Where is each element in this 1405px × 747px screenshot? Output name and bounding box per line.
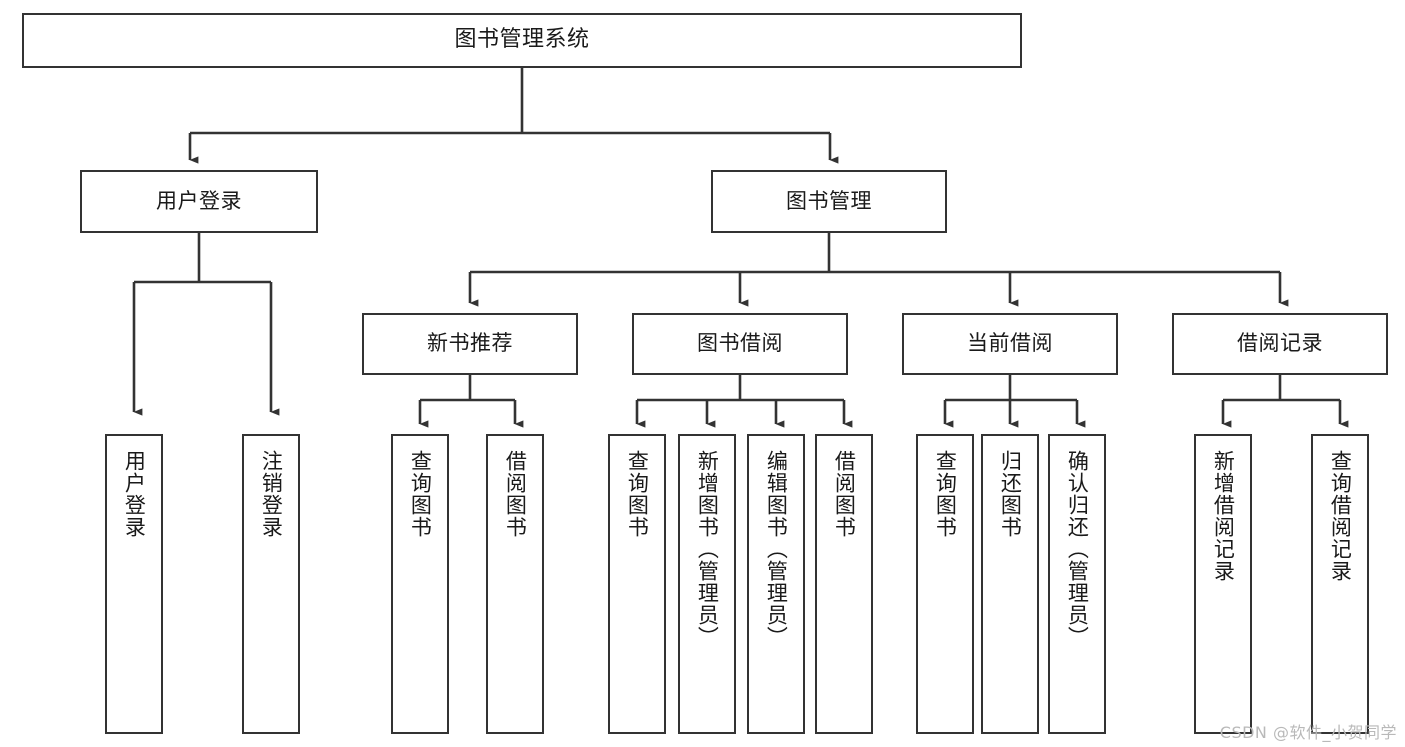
node-leaf-add-record[interactable]: 新增借阅记录 — [1194, 434, 1252, 734]
node-book-borrow-label: 图书借阅 — [697, 331, 783, 356]
node-leaf-confirm-return-label: 确认归还（管理员） — [1065, 450, 1090, 648]
node-leaf-borrow-book-1-label: 借阅图书 — [503, 450, 528, 538]
node-leaf-borrow-book-1[interactable]: 借阅图书 — [486, 434, 544, 734]
node-new-book-recommend-label: 新书推荐 — [427, 331, 513, 356]
node-leaf-user-login[interactable]: 用户登录 — [105, 434, 163, 734]
node-leaf-borrow-book-2[interactable]: 借阅图书 — [815, 434, 873, 734]
node-borrow-record-label: 借阅记录 — [1237, 331, 1323, 356]
node-leaf-borrow-book-2-label: 借阅图书 — [832, 450, 857, 538]
node-leaf-user-login-label: 用户登录 — [122, 450, 147, 538]
node-book-management-label: 图书管理 — [786, 188, 872, 213]
node-leaf-edit-book[interactable]: 编辑图书（管理员） — [747, 434, 805, 734]
node-current-borrow[interactable]: 当前借阅 — [902, 313, 1118, 375]
node-root-label: 图书管理系统 — [454, 27, 590, 53]
node-leaf-add-record-label: 新增借阅记录 — [1211, 450, 1236, 582]
node-current-borrow-label: 当前借阅 — [967, 331, 1053, 356]
node-leaf-query-book-3[interactable]: 查询图书 — [916, 434, 974, 734]
node-book-borrow[interactable]: 图书借阅 — [632, 313, 848, 375]
node-leaf-query-book-2[interactable]: 查询图书 — [608, 434, 666, 734]
node-leaf-query-record[interactable]: 查询借阅记录 — [1311, 434, 1369, 734]
node-leaf-confirm-return[interactable]: 确认归还（管理员） — [1048, 434, 1106, 734]
node-leaf-query-record-label: 查询借阅记录 — [1328, 450, 1353, 582]
node-borrow-record[interactable]: 借阅记录 — [1172, 313, 1388, 375]
node-leaf-query-book-3-label: 查询图书 — [933, 450, 958, 538]
node-leaf-add-book-label: 新增图书（管理员） — [695, 450, 720, 648]
node-leaf-query-book-1-label: 查询图书 — [408, 450, 433, 538]
node-new-book-recommend[interactable]: 新书推荐 — [362, 313, 578, 375]
node-leaf-return-book[interactable]: 归还图书 — [981, 434, 1039, 734]
node-leaf-return-book-label: 归还图书 — [998, 450, 1023, 538]
node-book-management[interactable]: 图书管理 — [711, 170, 947, 233]
node-root[interactable]: 图书管理系统 — [22, 13, 1022, 68]
node-leaf-edit-book-label: 编辑图书（管理员） — [764, 450, 789, 648]
node-user-login[interactable]: 用户登录 — [80, 170, 318, 233]
node-user-login-label: 用户登录 — [156, 188, 242, 213]
node-leaf-query-book-2-label: 查询图书 — [625, 450, 650, 538]
csdn-watermark: CSDN @软件_小贺同学 — [1219, 723, 1397, 742]
node-leaf-add-book[interactable]: 新增图书（管理员） — [678, 434, 736, 734]
node-leaf-logout-login-label: 注销登录 — [259, 450, 284, 538]
node-leaf-query-book-1[interactable]: 查询图书 — [391, 434, 449, 734]
node-leaf-logout-login[interactable]: 注销登录 — [242, 434, 300, 734]
